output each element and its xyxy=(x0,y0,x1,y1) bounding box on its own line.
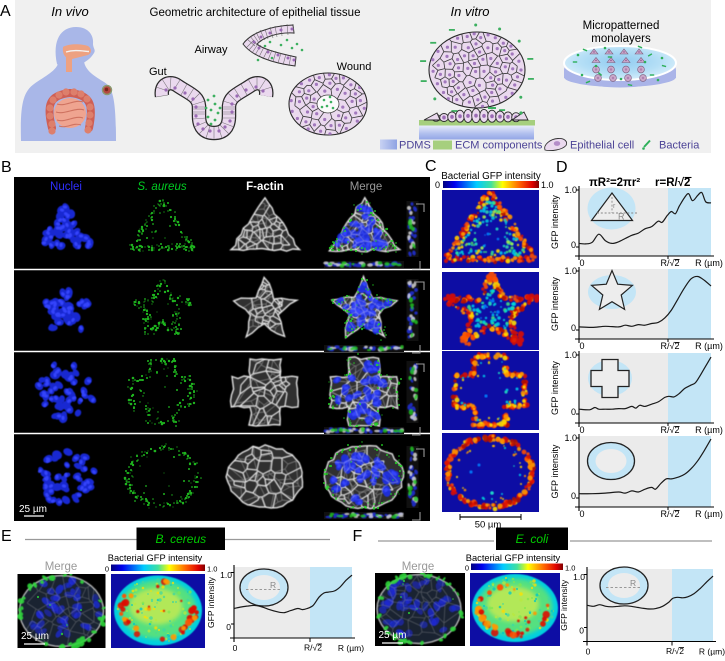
svg-text:1.0: 1.0 xyxy=(220,570,232,580)
svg-text:GFP intensity: GFP intensity xyxy=(206,576,216,628)
svg-text:R: R xyxy=(630,578,636,588)
svg-text:0: 0 xyxy=(233,643,238,653)
svg-text:GFP intensity: GFP intensity xyxy=(550,361,560,415)
svg-text:B. cereus: B. cereus xyxy=(155,532,206,546)
svg-text:A: A xyxy=(0,3,11,20)
svg-text:1.0: 1.0 xyxy=(207,565,217,574)
svg-text:E. coli: E. coli xyxy=(516,532,549,546)
svg-text:ECM components: ECM components xyxy=(455,140,543,152)
svg-text:πR²=2πr²: πR²=2πr² xyxy=(589,177,640,189)
svg-text:0: 0 xyxy=(579,425,584,435)
svg-text:25 µm: 25 µm xyxy=(19,504,47,515)
svg-text:1.0: 1.0 xyxy=(564,350,577,360)
svg-text:R (µm): R (µm) xyxy=(695,425,723,435)
svg-text:0: 0 xyxy=(435,180,440,190)
svg-text:0: 0 xyxy=(571,240,576,250)
svg-text:0: 0 xyxy=(579,341,584,351)
svg-text:R: R xyxy=(618,212,625,222)
svg-text:B: B xyxy=(1,159,12,176)
svg-text:0: 0 xyxy=(105,565,109,574)
svg-text:1.0: 1.0 xyxy=(564,185,577,195)
svg-text:Wound: Wound xyxy=(337,61,372,73)
svg-text:Micropatterned: Micropatterned xyxy=(583,20,660,32)
svg-text:0: 0 xyxy=(465,564,469,573)
svg-text:monolayers: monolayers xyxy=(591,33,651,45)
svg-text:R (µm): R (µm) xyxy=(695,509,723,519)
svg-text:0: 0 xyxy=(579,509,584,519)
svg-text:GFP intensity: GFP intensity xyxy=(559,579,569,631)
svg-text:1.0: 1.0 xyxy=(564,266,577,276)
svg-text:In vivo: In vivo xyxy=(51,4,89,19)
svg-text:In vitro: In vitro xyxy=(450,4,489,19)
svg-text:S. aureus: S. aureus xyxy=(137,181,186,193)
svg-text:R (µm): R (µm) xyxy=(695,258,723,268)
svg-text:0: 0 xyxy=(571,491,576,501)
svg-text:Geometric architecture of epit: Geometric architecture of epithelial tis… xyxy=(150,7,361,19)
svg-text:1.0: 1.0 xyxy=(541,180,554,190)
svg-text:25 µm: 25 µm xyxy=(21,631,49,642)
svg-text:F: F xyxy=(353,528,363,545)
svg-text:GFP intensity: GFP intensity xyxy=(550,195,560,249)
svg-text:Bacterial GFP intensity: Bacterial GFP intensity xyxy=(108,553,203,563)
svg-text:0: 0 xyxy=(571,407,576,417)
svg-text:D: D xyxy=(556,159,568,176)
svg-text:Merge: Merge xyxy=(45,561,78,573)
svg-text:Bacterial GFP intensity: Bacterial GFP intensity xyxy=(441,171,541,182)
svg-text:Gut: Gut xyxy=(149,66,167,78)
svg-text:GFP intensity: GFP intensity xyxy=(550,277,560,331)
svg-text:0: 0 xyxy=(571,323,576,333)
svg-text:R (µm): R (µm) xyxy=(338,643,364,653)
svg-text:PDMS: PDMS xyxy=(399,140,431,152)
svg-text:Nuclei: Nuclei xyxy=(50,181,82,193)
svg-text:0: 0 xyxy=(579,626,584,636)
svg-text:Merge: Merge xyxy=(350,181,383,193)
svg-text:Bacterial GFP intensity: Bacterial GFP intensity xyxy=(466,553,561,563)
svg-text:C: C xyxy=(425,158,437,175)
svg-text:R (µm): R (µm) xyxy=(695,341,723,351)
svg-text:GFP intensity: GFP intensity xyxy=(550,444,560,498)
svg-text:Airway: Airway xyxy=(194,44,228,56)
svg-text:0: 0 xyxy=(226,622,231,632)
svg-text:Bacteria: Bacteria xyxy=(659,140,700,152)
svg-text:R (µm): R (µm) xyxy=(699,647,725,657)
svg-text:Epithelial cell: Epithelial cell xyxy=(570,140,634,152)
svg-text:1.0: 1.0 xyxy=(564,433,577,443)
svg-text:1.0: 1.0 xyxy=(573,572,585,582)
svg-text:R: R xyxy=(270,580,276,590)
svg-text:25 µm: 25 µm xyxy=(379,630,407,641)
svg-text:E: E xyxy=(1,528,12,545)
svg-text:0: 0 xyxy=(579,258,584,268)
svg-text:0: 0 xyxy=(586,647,591,657)
svg-text:Merge: Merge xyxy=(402,561,435,573)
svg-text:F-actin: F-actin xyxy=(246,181,284,193)
